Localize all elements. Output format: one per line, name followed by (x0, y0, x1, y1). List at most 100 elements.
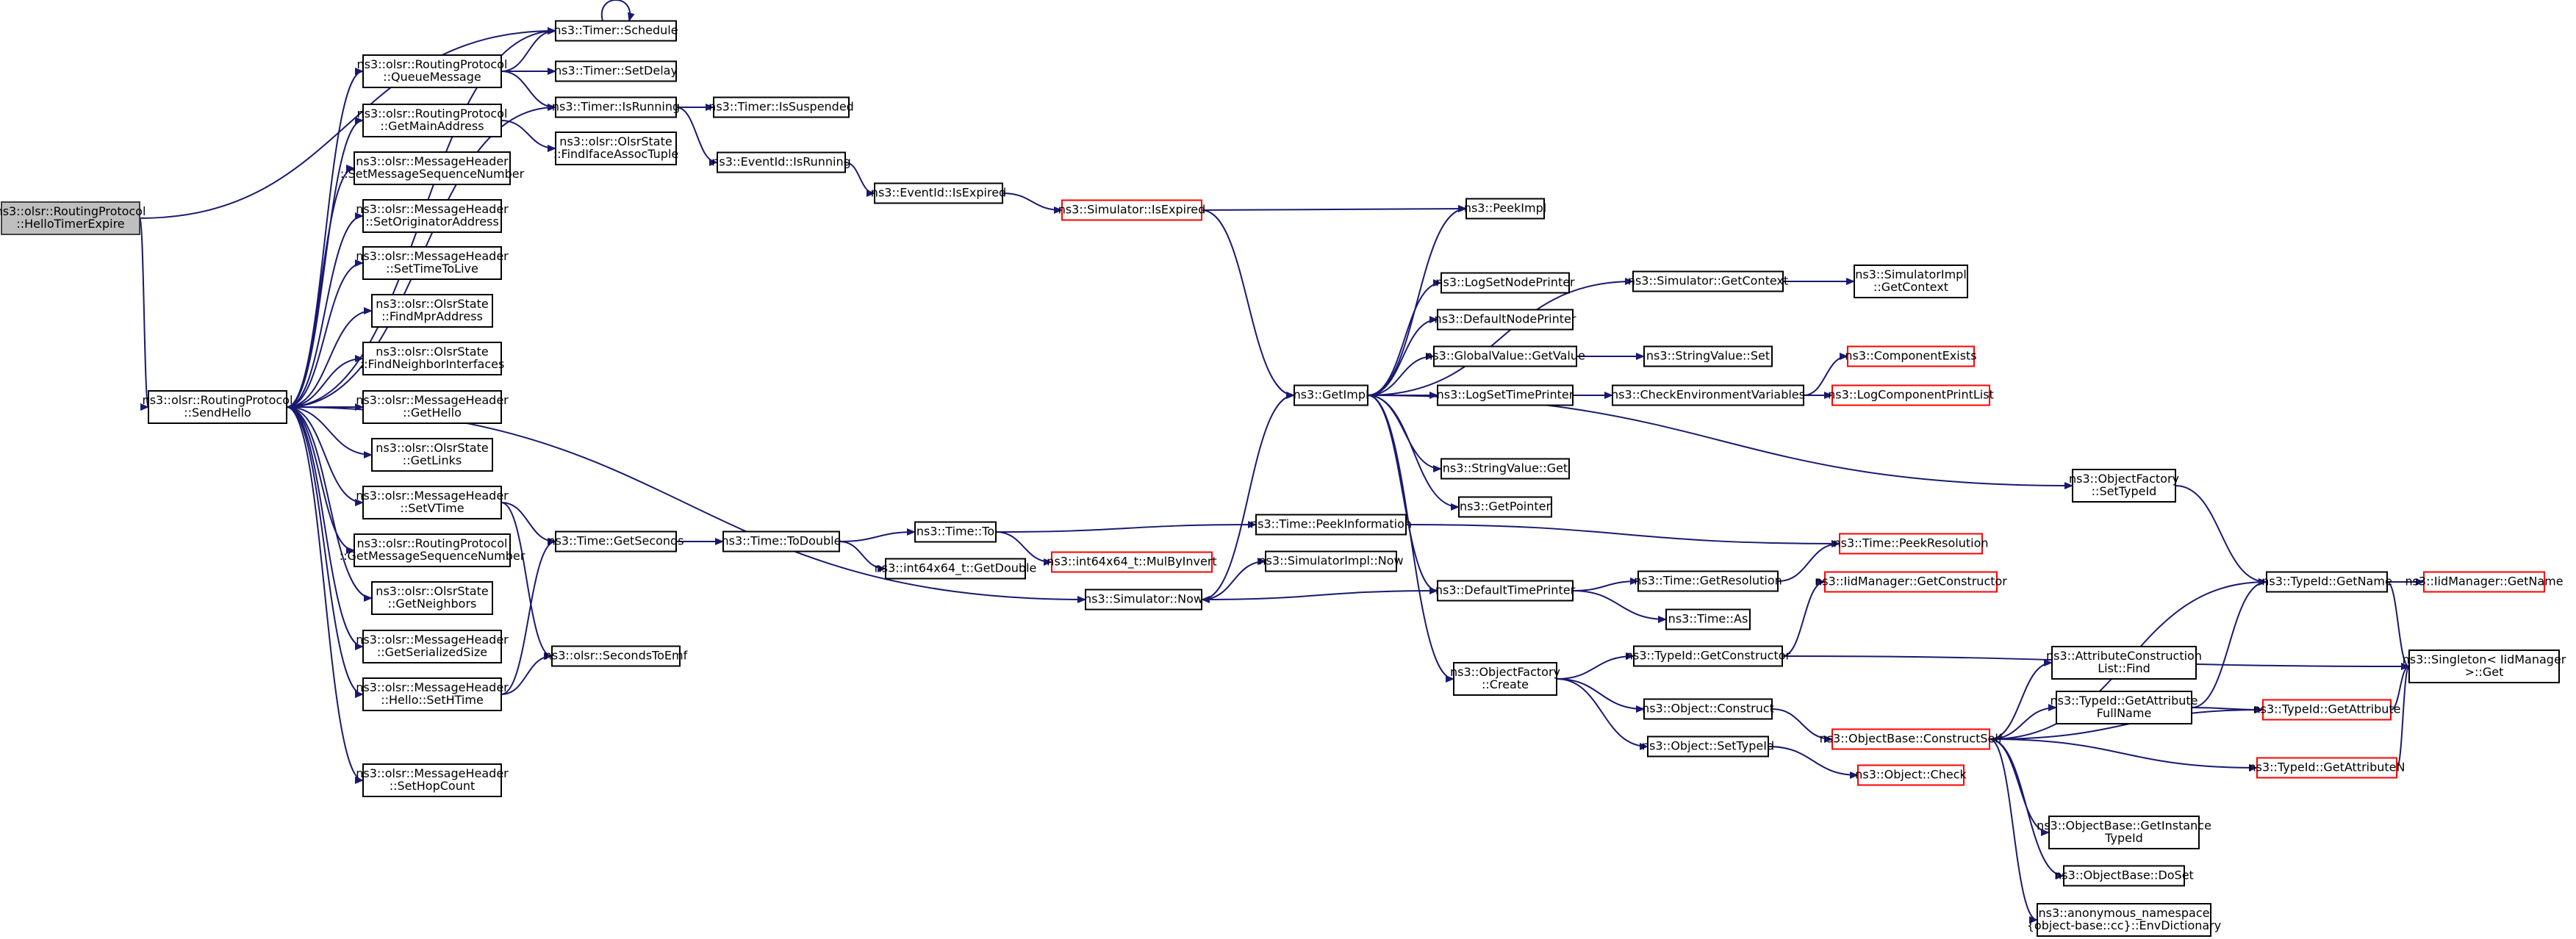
node-defnode[interactable]: ns3::DefaultNodePrinter (1435, 309, 1576, 331)
node-box (362, 763, 502, 797)
node-checkenv[interactable]: ns3::CheckEnvironmentVariables (1611, 384, 1805, 406)
node-getdouble[interactable]: ns3::int64x64_t::GetDouble (875, 558, 1037, 580)
node-simisexp[interactable]: ns3::Simulator::IsExpired (1058, 199, 1206, 221)
node-sethop[interactable]: ns3::olsr::MessageHeader::SetHopCount (356, 763, 509, 797)
node-label: ::FindNeighborInterfaces (360, 357, 505, 371)
node-getimpl[interactable]: ns3::GetImpl (1294, 384, 1369, 406)
node-label: ns3::CheckEnvironmentVariables (1611, 388, 1805, 402)
node-ttodouble[interactable]: ns3::Time::ToDouble (722, 530, 842, 553)
node-label: ::SetMessageSequenceNumber (340, 167, 525, 181)
node-setorig[interactable]: ns3::olsr::MessageHeader::SetOriginatorA… (356, 199, 509, 233)
node-setvtime[interactable]: ns3::olsr::MessageHeader::SetVTime (356, 486, 509, 519)
node-label: ns3::EventId::IsRunning (711, 155, 851, 169)
node-tidgetattr[interactable]: ns3::TypeId::GetAttribute (2253, 699, 2401, 721)
node-peekimpl[interactable]: ns3::PeekImpl (1464, 198, 1546, 220)
node-simgetctx[interactable]: ns3::Simulator::GetContext (1628, 270, 1788, 292)
node-objfactcreate[interactable]: ns3::ObjectFactory::Create (1450, 662, 1560, 696)
node-tgetsec[interactable]: ns3::Time::GetSeconds (548, 530, 684, 553)
node-box (148, 390, 287, 424)
node-tisrun[interactable]: ns3::Timer::IsRunning (552, 96, 680, 118)
node-box (1824, 571, 1998, 593)
node-getpointer[interactable]: ns3::GetPointer (1458, 496, 1552, 518)
call-edges (139, 0, 2425, 924)
node-setttl[interactable]: ns3::olsr::MessageHeader::SetTimeToLive (356, 246, 509, 280)
node-box (362, 199, 502, 233)
node-tissusp[interactable]: ns3::Timer::IsSuspended (708, 96, 854, 118)
edge-objbaseconstruct-to-envdict (1989, 738, 2038, 924)
node-hte[interactable]: ns3::olsr::RoutingProtocol::HelloTimerEx… (0, 201, 146, 235)
node-tpeekres[interactable]: ns3::Time::PeekResolution (1833, 533, 1989, 555)
node-compexists[interactable]: ns3::ComponentExists (1845, 345, 1977, 367)
node-label: ::Create (1482, 677, 1529, 691)
node-simnow[interactable]: ns3::Simulator::Now (1084, 589, 1203, 611)
edge-objbaseconstruct-to-doset (1989, 738, 2064, 879)
node-sethtime[interactable]: ns3::olsr::MessageHeader::Hello::SetHTim… (356, 677, 509, 711)
node-getlinks[interactable]: ns3::olsr::OlsrState::GetLinks (371, 438, 493, 472)
node-eidisrun[interactable]: ns3::EventId::IsRunning (711, 151, 851, 173)
node-envdict[interactable]: ns3::anonymous_namespace{object-base::cc… (2027, 903, 2222, 937)
node-setmsn[interactable]: ns3::olsr::MessageHeader::SetMessageSequ… (340, 151, 525, 185)
node-logcomplist[interactable]: ns3::LogComponentPrintList (1828, 384, 1994, 406)
node-findneigh[interactable]: ns3::olsr::OlsrState::FindNeighborInterf… (360, 342, 505, 375)
node-gvgetval[interactable]: ns3::GlobalValue::GetValue (1425, 345, 1585, 367)
node-tidgetattrn[interactable]: ns3::TypeId::GetAttributeN (2249, 757, 2405, 779)
node-eidisexp[interactable]: ns3::EventId::IsExpired (871, 182, 1006, 204)
node-singleton[interactable]: ns3::Singleton< IidManager>::Get (2403, 650, 2566, 683)
edge-tto-to-mulbyinvert (995, 531, 1052, 566)
node-box (2256, 757, 2397, 779)
node-doset[interactable]: ns3::ObjectBase::DoSet (2054, 865, 2194, 887)
node-getmain[interactable]: ns3::olsr::RoutingProtocol::GetMainAddre… (357, 104, 508, 137)
node-tpeekinfo[interactable]: ns3::Time::PeekInformation (1250, 514, 1412, 536)
node-logsetnode[interactable]: ns3::LogSetNodePrinter (1435, 272, 1575, 294)
node-box (1633, 645, 1783, 667)
node-label: ns3::AttributeConstruction (2046, 649, 2202, 663)
node-label: ns3::SimulatorImpl (1855, 267, 1967, 281)
node-simimplnow[interactable]: ns3::SimulatorImpl::Now (1258, 550, 1404, 572)
node-label: ns3::olsr::MessageHeader (356, 249, 509, 263)
node-objconstruct[interactable]: ns3::Object::Construct (1642, 698, 1774, 720)
node-tidgetname[interactable]: ns3::TypeId::GetName (2261, 571, 2392, 593)
node-objcheck[interactable]: ns3::Object::Check (1855, 764, 1967, 786)
node-tidgetctor[interactable]: ns3::TypeId::GetConstructor (1626, 645, 1791, 667)
node-findmpr[interactable]: ns3::olsr::OlsrState::FindMprAddress (371, 294, 493, 328)
node-strvalget[interactable]: ns3::StringValue::Get (1441, 458, 1570, 480)
node-mulbyinvert[interactable]: ns3::int64x64_t::MulByInvert (1047, 551, 1217, 573)
node-queuemsg[interactable]: ns3::olsr::RoutingProtocol::QueueMessage (357, 54, 508, 88)
node-strvalset[interactable]: ns3::StringValue::Set (1643, 345, 1773, 367)
node-simimplgetctx[interactable]: ns3::SimulatorImpl::GetContext (1854, 265, 1968, 298)
node-sectoemf[interactable]: ns3::olsr::SecondsToEmf (545, 645, 688, 667)
edge-sendhello-to-getser (286, 406, 364, 650)
node-label: TypeId (2104, 831, 2143, 845)
edge-sethtime-to-sectoemf (501, 652, 553, 695)
node-iidgetctor[interactable]: ns3::IidManager::GetConstructor (1815, 571, 2007, 593)
node-getneighbors[interactable]: ns3::olsr::OlsrState::GetNeighbors (371, 581, 493, 615)
node-tto[interactable]: ns3::Time::To (914, 521, 997, 543)
node-label: ns3::GlobalValue::GetValue (1425, 349, 1585, 363)
edge-getimpl-to-defnode (1367, 316, 1438, 396)
node-getmsn[interactable]: ns3::olsr::RoutingProtocol::GetMessageSe… (340, 533, 525, 567)
node-sendhello[interactable]: ns3::olsr::RoutingProtocol::SendHello (143, 390, 293, 424)
node-label: ::GetMainAddress (380, 119, 484, 133)
node-objfactsettid[interactable]: ns3::ObjectFactory::SetTypeId (2069, 469, 2179, 503)
node-tgetres[interactable]: ns3::Time::GetResolution (1634, 570, 1782, 592)
node-label: ::SetVTime (400, 501, 464, 515)
node-findiface[interactable]: ns3::olsr::OlsrState::FindIfaceAssocTupl… (553, 132, 679, 165)
node-iidgetname[interactable]: ns3::IidManager::GetName (2405, 571, 2564, 593)
node-label: ns3::Time::To (916, 525, 994, 539)
node-tas[interactable]: ns3::Time::As (1665, 608, 1751, 630)
node-tsetdelay[interactable]: ns3::Timer::SetDelay (554, 60, 678, 82)
node-objsettid[interactable]: ns3::Object::SetTypeId (1642, 735, 1774, 758)
node-logsettime[interactable]: ns3::LogSetTimePrinter (1437, 384, 1574, 406)
node-label: ::SetOriginatorAddress (365, 215, 499, 229)
node-label: ::FindMprAddress (381, 309, 483, 323)
node-label: ::SetHopCount (390, 779, 476, 793)
node-objbaseconstruct[interactable]: ns3::ObjectBase::ConstructSelf (1820, 728, 2003, 750)
node-deftime[interactable]: ns3::DefaultTimePrinter (1435, 580, 1576, 602)
node-getser[interactable]: ns3::olsr::MessageHeader::GetSerializedS… (356, 630, 509, 663)
node-gethello[interactable]: ns3::olsr::MessageHeader::GetHello (356, 390, 509, 424)
node-tsched[interactable]: ns3::Timer::Schedule (553, 20, 678, 42)
node-box (1458, 496, 1552, 518)
